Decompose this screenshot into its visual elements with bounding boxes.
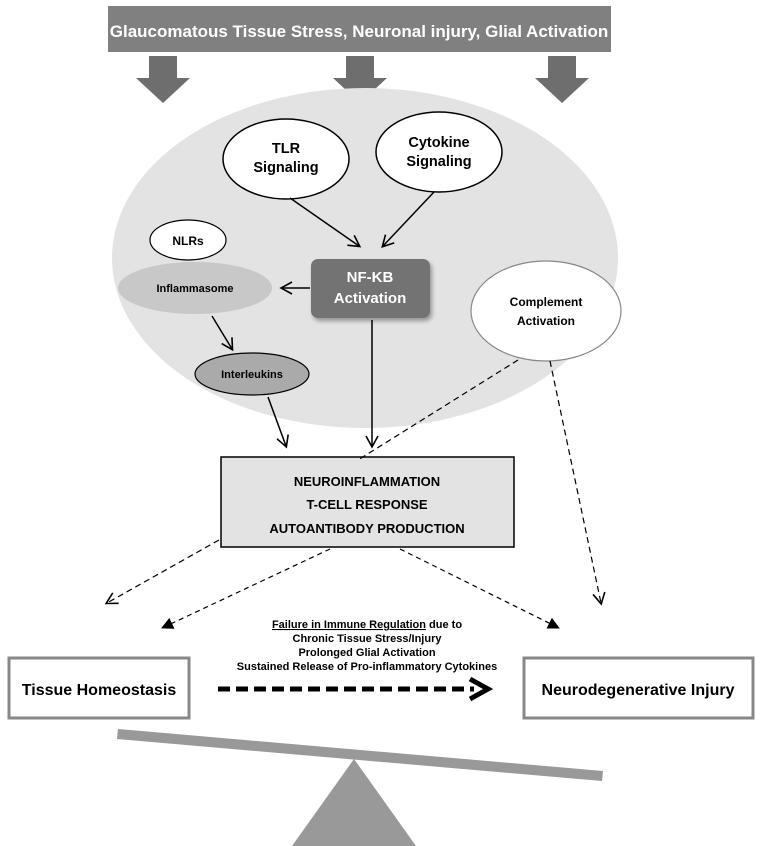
interleukins-label: Interleukins (221, 369, 283, 381)
neurodegenerative-injury-label: Neurodegenerative Injury (542, 682, 735, 699)
note-line4: Sustained Release of Pro-inflammatory Cy… (237, 661, 497, 673)
nfkb-line1: NF-ΚB (347, 269, 394, 286)
nfkb-line2: Activation (334, 290, 407, 307)
arrow-cytokine-to-nfkb (381, 191, 435, 248)
nfkb-activation-node: NF-ΚB Activation (311, 259, 430, 318)
down-arrow-right (535, 56, 589, 103)
arrow-interleukins-to-outcome (267, 396, 289, 449)
dashed-outcome-to-left-open (104, 539, 220, 605)
down-arrow-center (333, 56, 387, 103)
dashed-complement-to-outcome (357, 359, 519, 461)
neurodegenerative-injury-box: Neurodegenerative Injury (522, 656, 755, 720)
tissue-homeostasis-label: Tissue Homeostasis (22, 682, 177, 699)
note-line1: Failure in Immune Regulation (272, 619, 426, 631)
complement-line1: Complement (510, 295, 583, 309)
arrow-inflammasome-to-interleukins (211, 315, 234, 352)
cytokine-line2: Signaling (406, 154, 471, 170)
note-line2: Chronic Tissue Stress/Injury (293, 633, 443, 645)
tissue-homeostasis-box: Tissue Homeostasis (7, 656, 191, 720)
arrow-tlr-to-nfkb (289, 197, 362, 248)
note-line3: Prolonged Glial Activation (298, 647, 435, 659)
nlrs-label: NLRs (172, 234, 204, 248)
tlr-line1: TLR (272, 141, 301, 157)
balance-note: Failure in Immune Regulation due to Chro… (237, 619, 497, 673)
nlrs-node: NLRs (149, 219, 227, 261)
down-arrow-left (136, 56, 190, 103)
balance-fulcrum (292, 759, 416, 846)
dashed-complement-to-injury (549, 360, 606, 606)
inflammasome-node: Inflammasome (118, 262, 272, 314)
outcome-line1: NEUROINFLAMMATION (294, 474, 440, 489)
outcome-line3: AUTOANTIBODY PRODUCTION (269, 521, 464, 536)
balance-lever (117, 729, 603, 781)
complement-line2: Activation (517, 314, 575, 328)
interleukins-node: Interleukins (194, 352, 310, 396)
outcome-box: NEUROINFLAMMATION T-CELL RESPONSE AUTOAN… (220, 456, 515, 548)
dashed-outcome-to-injury (399, 548, 560, 629)
inflammasome-label: Inflammasome (156, 283, 233, 295)
dashed-outcome-to-homeostasis (161, 548, 331, 629)
tlr-line2: Signaling (253, 160, 318, 176)
note-line1-suffix: due to (426, 619, 462, 631)
outcome-line2: T-CELL RESPONSE (306, 497, 427, 512)
progression-arrow-head (468, 676, 494, 702)
complement-activation-node: Complement Activation (470, 260, 622, 362)
cytokine-line1: Cytokine (408, 135, 469, 151)
tlr-signaling-node: TLR Signaling (222, 118, 350, 200)
cytokine-signaling-node: Cytokine Signaling (375, 111, 503, 193)
header-text: Glaucomatous Tissue Stress, Neuronal inj… (110, 22, 609, 41)
header-bar (108, 6, 611, 52)
note-line1-group: Failure in Immune Regulation due to (272, 619, 462, 631)
header-banner: Glaucomatous Tissue Stress, Neuronal inj… (108, 6, 611, 52)
